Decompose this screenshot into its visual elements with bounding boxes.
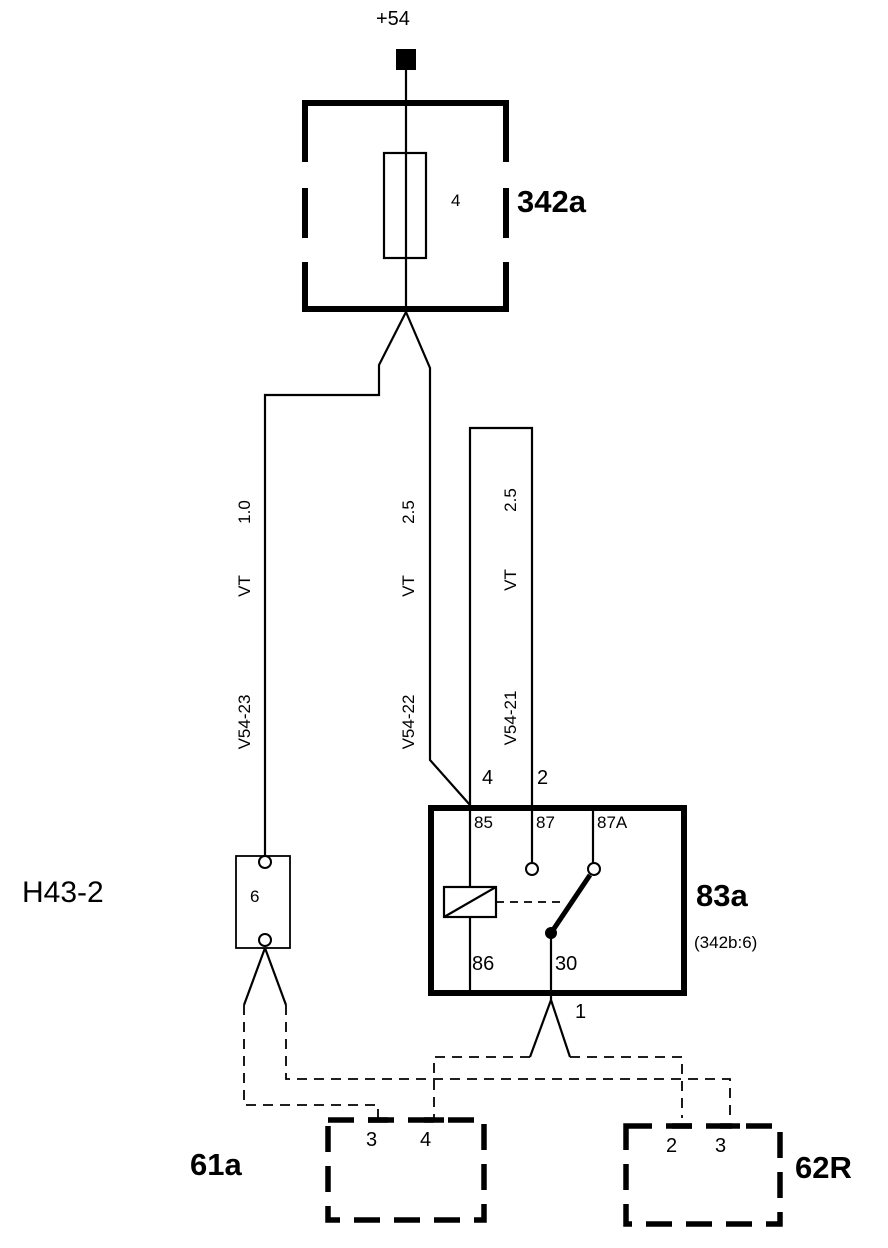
- svg-text:V54-23: V54-23: [235, 695, 254, 750]
- relay-contact-87a: [587, 862, 601, 876]
- relay-pin-86: 86: [472, 953, 494, 975]
- wire-v54-23-id: V54-23: [235, 695, 254, 750]
- svg-text:V54-21: V54-21: [501, 691, 520, 746]
- relay-input-right-label: 2: [537, 767, 548, 789]
- relay-pin-85: 85: [474, 813, 493, 832]
- dash-wire-62r-3: [285, 1005, 731, 1118]
- wire-v54-21-id: V54-21: [501, 691, 520, 746]
- connector-label: H43-2: [22, 876, 104, 909]
- relay-output-label: 1: [575, 1001, 586, 1023]
- relay-pin-30: 30: [555, 953, 577, 975]
- fuse-box-342a: [302, 100, 509, 312]
- relay-label: 83a: [696, 878, 748, 913]
- relay-ref: (342b:6): [694, 933, 757, 952]
- wire-v54-22-size: 2.5: [399, 500, 418, 524]
- wire-v54-23-size: 1.0: [235, 500, 254, 524]
- wire-v54-22-id: V54-22: [399, 695, 418, 750]
- component-61a-pin-4: 4: [420, 1129, 431, 1151]
- wire-v54-23-color: VT: [235, 575, 254, 597]
- svg-text:1.0: 1.0: [235, 500, 254, 524]
- svg-text:2.5: 2.5: [501, 488, 520, 512]
- dash-wire-61a-3: [243, 1005, 379, 1118]
- relay-output-fork: [528, 999, 572, 1058]
- component-61a-label: 61a: [190, 1147, 242, 1182]
- dash-wire-62r-2: [570, 1056, 683, 1118]
- svg-text:VT: VT: [235, 575, 254, 597]
- component-61a-pin-3: 3: [366, 1129, 377, 1151]
- relay-switch-blade: [548, 873, 593, 935]
- svg-text:V54-22: V54-22: [399, 695, 418, 750]
- relay-contact-87: [525, 862, 539, 876]
- dash-wire-61a-4: [433, 1056, 530, 1118]
- relay-pin-87: 87: [536, 813, 555, 832]
- wire-v54-22: [404, 311, 471, 806]
- connector-pin: 6: [250, 887, 259, 906]
- wire-v54-21-size: 2.5: [501, 488, 520, 512]
- connector-h43-2: [235, 855, 291, 949]
- wire-v54-22-color: VT: [399, 575, 418, 597]
- svg-text:2.5: 2.5: [399, 500, 418, 524]
- supply-label: +54: [376, 8, 410, 30]
- component-62r-pin-2: 2: [666, 1135, 677, 1157]
- wire-v54-21: [468, 426, 534, 862]
- relay-box-83a: [428, 805, 687, 996]
- component-62r-pin-3: 3: [715, 1135, 726, 1157]
- connector-output-fork: [242, 947, 288, 1006]
- svg-text:VT: VT: [501, 569, 520, 591]
- connector-bottom-pin: [258, 933, 272, 947]
- supply-terminal: [396, 49, 416, 70]
- fuse-box-label: 342a: [517, 184, 587, 219]
- wire-v54-23: [263, 311, 407, 858]
- connector-top-pin: [258, 855, 272, 869]
- component-61a-box: [325, 1117, 487, 1223]
- relay-pin-87a: 87A: [597, 813, 628, 832]
- component-62r-label: 62R: [795, 1150, 852, 1185]
- component-62r-box: [623, 1123, 783, 1227]
- svg-text:VT: VT: [399, 575, 418, 597]
- wire-v54-21-color: VT: [501, 569, 520, 591]
- relay-input-left-label: 4: [482, 767, 493, 789]
- fuse-number: 4: [451, 191, 460, 210]
